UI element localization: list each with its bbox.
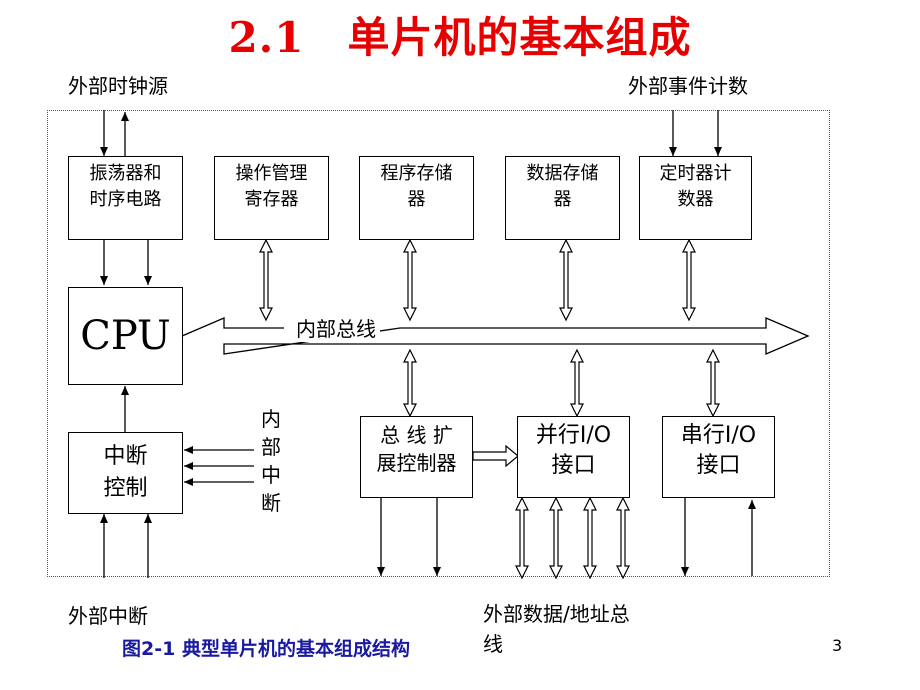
internal-bus-label: 内部总线 [292,313,380,342]
internal-interrupt-char: 部 [261,435,281,459]
external-clock-label: 外部时钟源 [68,74,168,98]
data-memory-label-line2: 器 [553,189,572,210]
parallel-io-label-line1: 并行I/O [535,423,612,448]
internal-interrupt-char: 内 [261,407,281,431]
figure-caption: 图2-1 典型单片机的基本组成结构 [122,638,410,660]
serial-io-label-line2: 接口 [696,453,741,478]
oscillator-timing-block: 振荡器和时序电路 [68,156,183,240]
bus-expander-label-line2: 展控制器 [376,451,457,475]
page-number: 3 [832,636,843,655]
page-title: 2.1 单片机的基本组成 [228,13,692,62]
timer-counter-block: 定时器计数器 [639,156,752,240]
data-memory-label-line1: 数据存储 [526,163,599,184]
serial-io-label-line1: 串行I/O [680,423,757,448]
ops-register-label-line1: 操作管理 [235,163,308,184]
parallel-io-block: 并行I/O 接口 [517,416,630,498]
external-bus-label-line1: 外部数据/地址总 [483,602,630,626]
interrupt-control-label-line1: 中断 [103,444,148,469]
ops-register-block: 操作管理寄存器 [214,156,329,240]
program-memory-label-line1: 程序存储 [380,163,453,184]
external-event-count-label: 外部事件计数 [628,74,748,98]
interrupt-control-label-line2: 控制 [103,476,148,501]
ops-register-label-line2: 寄存器 [244,189,299,210]
system-boundary [47,110,830,577]
serial-io-block: 串行I/O 接口 [662,416,775,498]
data-memory-block: 数据存储器 [505,156,620,240]
internal-interrupt-label: 内 部 中 断 [258,405,284,517]
internal-interrupt-char: 断 [261,491,281,515]
timer-label-line2: 数器 [677,189,714,210]
internal-interrupt-char: 中 [261,463,281,487]
external-bus-label-line2: 线 [483,632,503,656]
program-memory-block: 程序存储器 [359,156,474,240]
oscillator-label-line2: 时序电路 [89,189,162,210]
cpu-block: CPU [68,287,183,385]
interrupt-control-block: 中断控制 [68,432,183,514]
external-interrupt-label: 外部中断 [68,604,148,628]
oscillator-label-line1: 振荡器和 [89,163,162,184]
parallel-io-label-line2: 接口 [551,453,596,478]
timer-label-line1: 定时器计 [659,163,732,184]
program-memory-label-line2: 器 [407,189,426,210]
bus-expander-label-line1: 总 线 扩 [380,423,453,447]
bus-expander-block: 总 线 扩展控制器 [360,416,473,498]
